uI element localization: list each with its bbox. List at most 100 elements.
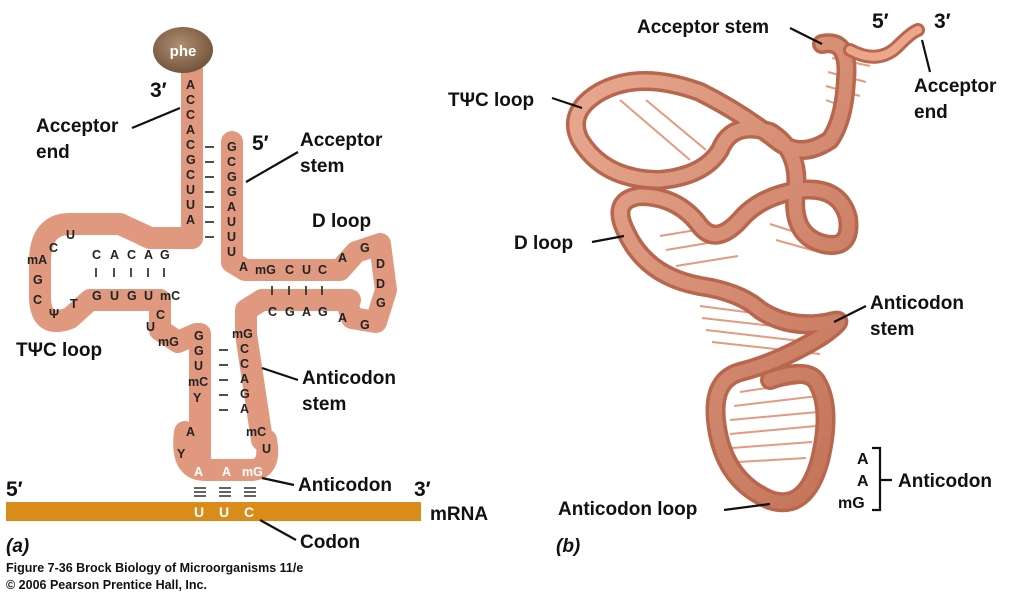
b-acceptor-end-label-2: end: [914, 102, 948, 123]
nt-d-bot-1: C: [268, 305, 277, 319]
codon-nucleotides: U U C: [194, 504, 254, 520]
nt-dl-2: G: [360, 241, 370, 255]
b-d-loop-leader: [591, 234, 625, 244]
nt-t-bot-2: U: [110, 289, 119, 303]
panel-a-cloverleaf: phe 3′ 5′ A C C A C G C U U A G C G G A …: [6, 27, 488, 557]
b-acceptor-stem-label: Acceptor stem: [637, 17, 769, 38]
nt-acc3-1: A: [186, 78, 195, 92]
nt-tl-5: C: [33, 293, 42, 307]
acceptor-3-strand: A C C A C G C U U A: [186, 78, 196, 227]
nt-dl-4: D: [376, 277, 385, 291]
nt-ac-r-8: U: [262, 442, 271, 456]
nt-t-top-4: A: [144, 248, 153, 262]
nt-dl-7: A: [338, 311, 347, 325]
b-five-prime: 5′: [872, 10, 889, 33]
nt-ac-l-3: U: [194, 359, 203, 373]
nt-ac-r-4: A: [240, 372, 249, 386]
nt-acc5-6: U: [227, 215, 236, 229]
nt-acc3-7: C: [186, 168, 195, 182]
b-anticodon-nt-3: mG: [838, 495, 865, 512]
b-acceptor-stem-leader: [789, 27, 823, 45]
nt-ac-r-2: C: [240, 342, 249, 356]
nt-ac-r-3: C: [240, 357, 249, 371]
nt-acc5-3: G: [227, 170, 237, 184]
anticodon-stem-left: G G U mC Y A Y: [177, 329, 208, 461]
nt-acc3-8: U: [186, 183, 195, 197]
mrna-5-prime: 5′: [6, 478, 23, 501]
panel-b-label: (b): [556, 536, 580, 557]
anticodon-stem-bonds: [219, 349, 228, 411]
nt-ac-r-7: mC: [246, 425, 266, 439]
nt-ac-l-1: G: [194, 329, 204, 343]
d-stem-top: mG C U C: [255, 263, 327, 277]
nt-ac-l-5: Y: [193, 391, 202, 405]
acceptor-end-leader: [131, 106, 181, 130]
five-prime-acceptor: 5′: [252, 132, 269, 155]
tpsic-stem-top: C A C A G: [92, 248, 170, 262]
nt-t-bot-5: mC: [160, 289, 180, 303]
nt-junc-2: U: [146, 320, 155, 334]
acceptor-stem-bonds: [205, 146, 214, 238]
acceptor-stem-label-1: Acceptor: [300, 130, 383, 151]
nt-ac-l-7: Y: [177, 447, 186, 461]
nt-dl-5: G: [376, 296, 386, 310]
b-anticodon-nt-1: A: [857, 451, 869, 468]
acceptor-end-label-2: end: [36, 142, 70, 163]
acceptor-stem-leader: [245, 151, 299, 183]
ribbon-backbone: [566, 23, 925, 513]
nt-t-bot-1: G: [92, 289, 102, 303]
cloverleaf-backbone: [29, 59, 397, 481]
nt-codon-1: U: [194, 504, 204, 520]
nt-tl-6: Ψ: [49, 307, 59, 321]
nt-dl-6: G: [360, 318, 370, 332]
b-acceptor-end-label-1: Acceptor: [914, 76, 997, 97]
acceptor-end-label-1: Acceptor: [36, 116, 119, 137]
panel-a-label: (a): [6, 536, 29, 557]
nt-acc3-10: A: [186, 213, 195, 227]
b-anticodon-stem-label-2: stem: [870, 319, 914, 340]
anticodon-stem-right: mG C C A G A mC U: [232, 327, 271, 456]
anticodon-leader: [261, 476, 295, 487]
d-loop-nucleotides: A G D D G G A: [338, 241, 386, 332]
b-anticodon-bracket: [872, 446, 892, 512]
nt-tl-7: T: [70, 297, 78, 311]
nt-t-top-5: G: [160, 248, 170, 262]
b-acceptor-end-leader: [920, 39, 932, 73]
nt-tl-1: U: [66, 228, 75, 242]
b-anticodon-label: Anticodon: [898, 471, 992, 492]
nt-ac-r-5: G: [240, 387, 250, 401]
nt-acc5-4: G: [227, 185, 237, 199]
nt-acc3-5: C: [186, 138, 195, 152]
nt-anticodon-3: mG: [242, 465, 263, 479]
nt-d-bot-3: A: [302, 305, 311, 319]
b-anticodon-stem-leader: [833, 305, 867, 323]
anticodon-stem-label-2: stem: [302, 394, 346, 415]
d-stem-bonds: [271, 286, 323, 295]
figure-caption-line-1: Figure 7-36 Brock Biology of Microorgani…: [6, 561, 303, 575]
nt-t-top-2: A: [110, 248, 119, 262]
acceptor-5-strand: G C G G A U U U A: [227, 140, 248, 274]
d-stem-bottom: C G A G: [268, 305, 328, 319]
codon-leader: [259, 519, 297, 541]
nt-dl-3: D: [376, 257, 385, 271]
nt-d-top-3: U: [302, 263, 311, 277]
nt-acc3-2: C: [186, 93, 195, 107]
nt-t-bot-4: U: [144, 289, 153, 303]
nt-acc3-4: A: [186, 123, 195, 137]
acceptor-stem-label-2: stem: [300, 156, 344, 177]
nt-junc-1: C: [156, 308, 165, 322]
nt-tl-4: G: [33, 273, 43, 287]
mrna-3-prime: 3′: [414, 478, 431, 501]
nt-acc5-9: A: [239, 260, 248, 274]
nt-ac-l-6: A: [186, 425, 195, 439]
b-three-prime: 3′: [934, 10, 951, 33]
nt-d-top-2: C: [285, 263, 294, 277]
nt-acc5-5: A: [227, 200, 236, 214]
tpsic-stem-bonds: [95, 268, 165, 277]
mrna-label: mRNA: [430, 504, 488, 525]
b-tpsic-loop-label: TΨC loop: [448, 90, 534, 111]
nt-d-bot-4: G: [318, 305, 328, 319]
codon-label: Codon: [300, 532, 360, 553]
three-prime-acceptor: 3′: [150, 79, 167, 102]
